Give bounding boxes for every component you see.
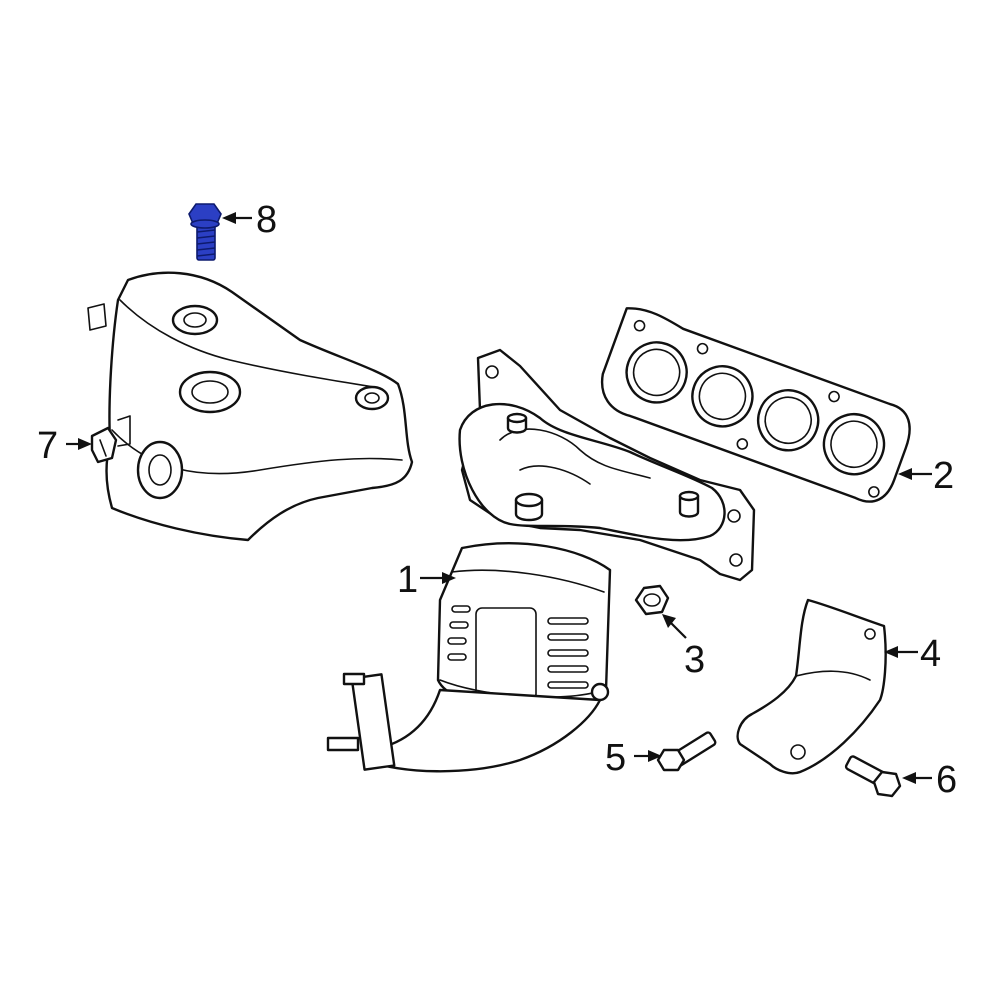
callout-arrow-3	[662, 614, 687, 639]
callout-label-5: 5	[605, 737, 626, 779]
callout-label-4: 4	[920, 633, 941, 675]
callout-arrow-1	[420, 572, 456, 584]
callout-arrow-8	[222, 212, 252, 224]
part-2-gasket[interactable]	[592, 304, 919, 509]
callout-label-3: 3	[684, 639, 705, 681]
callout-arrow-6	[902, 772, 932, 784]
part-5-bolt[interactable]	[656, 731, 717, 772]
callout-label-2: 2	[933, 455, 954, 497]
part-7-clip[interactable]	[90, 426, 118, 464]
part-4-bracket[interactable]	[736, 598, 887, 775]
heat-shield	[87, 271, 414, 542]
part-3-nut[interactable]	[634, 584, 670, 616]
callout-arrow-5	[634, 750, 662, 762]
callout-arrow-2	[898, 468, 932, 480]
callout-label-6: 6	[936, 759, 957, 801]
part-6-bolt[interactable]	[844, 755, 902, 798]
part-1-manifold-converter[interactable]	[326, 348, 756, 773]
callout-label-7: 7	[37, 425, 58, 467]
part-8-bolt[interactable]	[188, 203, 222, 261]
callout-arrow-4	[884, 646, 918, 658]
callout-label-1: 1	[397, 559, 418, 601]
callout-label-8: 8	[256, 199, 277, 241]
callout-arrow-7	[66, 438, 92, 450]
